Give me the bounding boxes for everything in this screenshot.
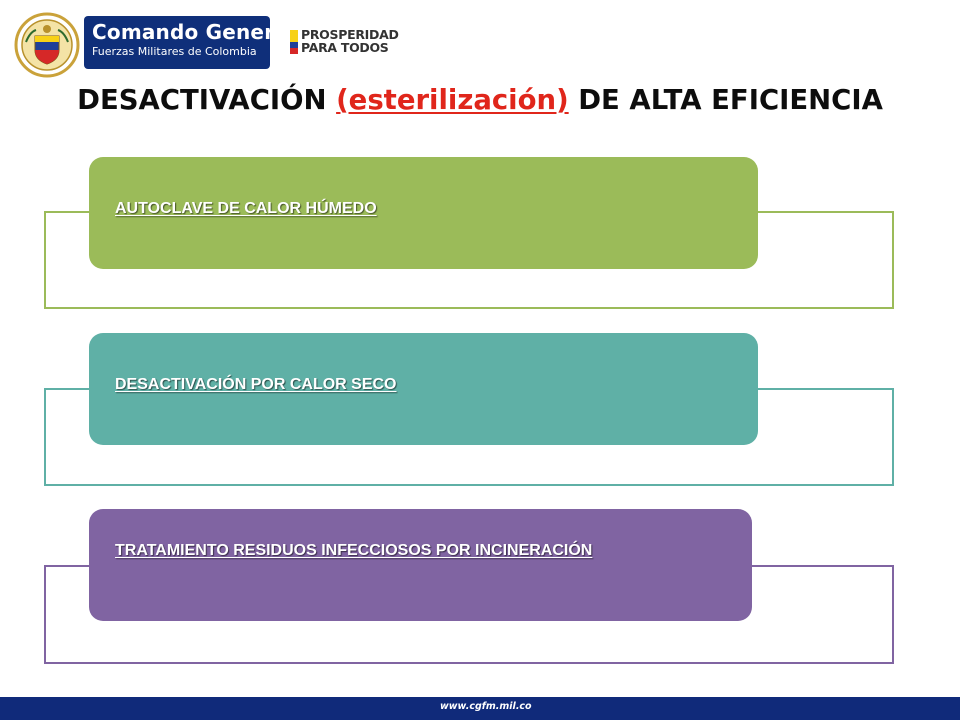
brand-subtitle: Fuerzas Militares de Colombia bbox=[92, 45, 257, 58]
page-title: DESACTIVACIÓN (esterilización) DE ALTA E… bbox=[0, 80, 960, 120]
colombia-flag-icon bbox=[290, 30, 298, 54]
title-after: DE ALTA EFICIENCIA bbox=[568, 84, 883, 116]
slogan-line-1: PROSPERIDAD bbox=[301, 27, 399, 42]
slogan-logo: PROSPERIDAD PARA TODOS bbox=[290, 28, 410, 58]
title-highlight: (esterilización) bbox=[336, 84, 569, 116]
item-label-1: AUTOCLAVE DE CALOR HÚMEDO bbox=[115, 200, 377, 217]
slogan-line-2: PARA TODOS bbox=[301, 40, 389, 55]
item-label-2: DESACTIVACIÓN POR CALOR SECO bbox=[115, 376, 397, 393]
title-before: DESACTIVACIÓN bbox=[77, 84, 337, 116]
item-label-3: TRATAMIENTO RESIDUOS INFECCIOSOS POR INC… bbox=[115, 542, 593, 559]
slogan-text: PROSPERIDAD PARA TODOS bbox=[301, 28, 399, 54]
item-card-3: TRATAMIENTO RESIDUOS INFECCIOSOS POR INC… bbox=[89, 509, 752, 621]
footer-bar: www.cgfm.mil.co bbox=[0, 697, 960, 720]
footer-url: www.cgfm.mil.co bbox=[440, 701, 532, 712]
military-seal-icon bbox=[14, 12, 80, 78]
item-card-1: AUTOCLAVE DE CALOR HÚMEDO bbox=[89, 157, 758, 269]
item-card-2: DESACTIVACIÓN POR CALOR SECO bbox=[89, 333, 758, 445]
brand-title: Comando General bbox=[92, 20, 296, 44]
brand-logo: Comando General Fuerzas Militares de Col… bbox=[84, 16, 296, 69]
